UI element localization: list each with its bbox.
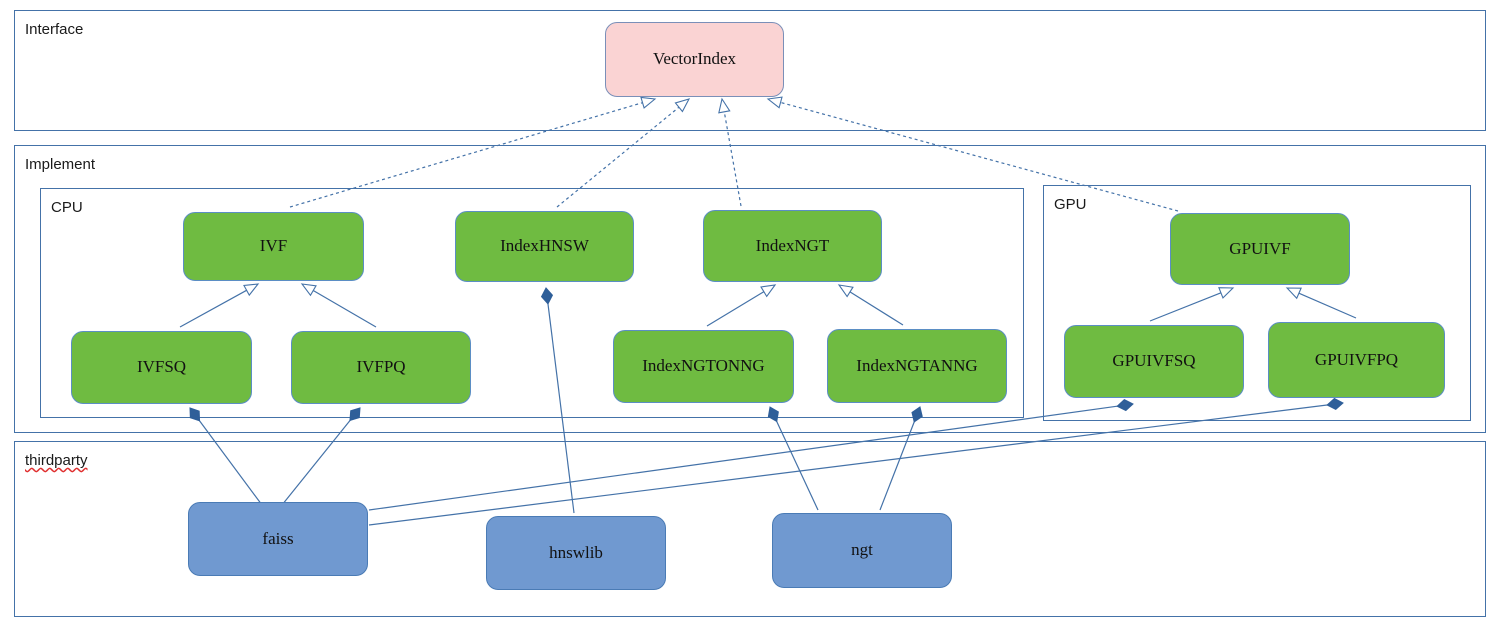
node-label-indexngtanng: IndexNGTANNG [856,355,978,375]
node-label-gpuivf: GPUIVF [1229,238,1291,258]
node-gpuivfsq[interactable]: GPUIVFSQ [1064,325,1244,398]
group-container-interface [14,10,1486,131]
node-label-indexhnsw: IndexHNSW [500,236,589,256]
node-ngt[interactable]: ngt [772,513,952,588]
node-label-indexngtonng: IndexNGTONNG [642,356,765,376]
node-label-indexngt: IndexNGT [755,235,830,255]
group-label-thirdparty: thirdparty [25,452,88,469]
node-gpuivfpq[interactable]: GPUIVFPQ [1268,322,1445,398]
group-label-implement: Implement [25,156,96,173]
node-label-hnswlib: hnswlib [549,542,603,562]
node-label-faiss: faiss [262,528,294,548]
node-indexngtonng[interactable]: IndexNGTONNG [613,330,794,403]
node-ivf[interactable]: IVF [183,212,364,281]
node-label-gpuivfsq: GPUIVFSQ [1112,351,1196,371]
node-label-ivfsq: IVFSQ [136,357,187,377]
node-faiss[interactable]: faiss [188,502,368,576]
node-label-ivf: IVF [259,236,288,256]
node-indexngt[interactable]: IndexNGT [703,210,882,282]
node-label-vectorindex: VectorIndex [652,49,737,69]
group-label-gpu: GPU [1054,196,1087,213]
node-vectorindex[interactable]: VectorIndex [605,22,784,97]
group-label-cpu: CPU [51,199,83,216]
node-indexngtanng[interactable]: IndexNGTANNG [827,329,1007,403]
node-gpuivf[interactable]: GPUIVF [1170,213,1350,285]
node-label-gpuivfpq: GPUIVFPQ [1314,349,1399,369]
node-indexhnsw[interactable]: IndexHNSW [455,211,634,282]
group-label-interface: Interface [25,21,84,38]
node-label-ivfpq: IVFPQ [356,357,406,377]
node-hnswlib[interactable]: hnswlib [486,516,666,590]
node-ivfpq[interactable]: IVFPQ [291,331,471,404]
node-ivfsq[interactable]: IVFSQ [71,331,252,404]
node-label-ngt: ngt [851,540,873,560]
